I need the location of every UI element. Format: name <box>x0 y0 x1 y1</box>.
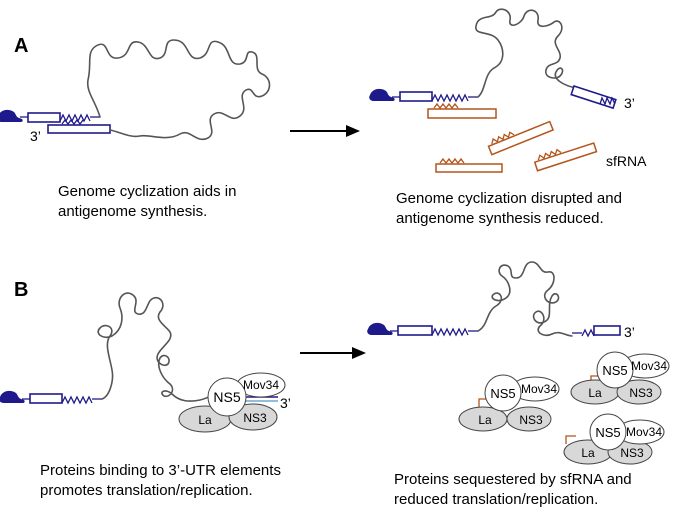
sfrna-fragment <box>487 120 555 156</box>
la-label: La <box>478 413 492 427</box>
ns3-label: NS3 <box>243 411 267 425</box>
utr-3-box <box>593 325 621 336</box>
ns5-protein <box>596 351 634 389</box>
three-prime-label: 3’ <box>280 395 291 411</box>
la-label: La <box>581 446 595 460</box>
mov34-label: Mov34 <box>521 382 557 396</box>
disrupted-genome-a: 3’ <box>369 8 635 111</box>
genome-rna-strand <box>97 292 215 402</box>
utr-5-box <box>27 112 61 123</box>
ns5-label: NS5 <box>602 363 627 378</box>
utr-5-box <box>29 393 63 404</box>
three-prime-label: 3’ <box>624 324 635 340</box>
mov34-label: Mov34 <box>243 378 279 392</box>
genome-rna-strand <box>477 261 573 337</box>
caption-b-left-line1: Proteins binding to 3’-UTR elements <box>40 462 281 479</box>
utr-3-box <box>47 124 111 134</box>
cyclized-genome-a: 3’ <box>0 39 271 144</box>
caption-a-right-line2: antigenome synthesis reduced. <box>396 210 604 227</box>
sequestered-complex-1: NS5 Mov34 La NS3 <box>458 374 560 432</box>
utr-5-box <box>397 325 433 336</box>
ns5-label: NS5 <box>490 386 515 401</box>
sfrna-label: sfRNA <box>606 153 647 169</box>
caption-b-right-line2: reduced translation/replication. <box>394 491 598 508</box>
arrow-a <box>290 125 360 137</box>
ns3-protein <box>506 406 552 432</box>
ns5-label: NS5 <box>213 389 240 405</box>
cap-icon <box>369 88 395 101</box>
ns3-protein <box>616 379 662 405</box>
caption-a-left-line1: Genome cyclization aids in <box>58 183 236 200</box>
sfrna-fragments: sfRNA <box>427 102 647 173</box>
genome-rna-strand <box>475 8 577 98</box>
sequestered-complex-3: NS5 Mov34 La NS3 <box>563 413 665 465</box>
utr-5-box <box>399 91 433 102</box>
caption-b-left-line2: promotes translation/replication. <box>40 482 253 499</box>
sequestered-complex-2: NS5 Mov34 La NS3 <box>570 351 670 405</box>
caption-a-left-line2: antigenome synthesis. <box>58 203 207 220</box>
ns3-label: NS3 <box>620 446 644 460</box>
genome-without-proteins: 3’ <box>367 261 635 340</box>
sfrna-fragment <box>427 102 497 119</box>
caption-a-right-line1: Genome cyclization disrupted and <box>396 190 622 207</box>
mov34-label: Mov34 <box>626 425 662 439</box>
ns3-label: NS3 <box>519 413 543 427</box>
utr-3-box <box>570 84 617 110</box>
ns5-protein <box>589 413 627 451</box>
cap-icon <box>0 109 23 122</box>
la-label: La <box>198 413 212 427</box>
cap-icon <box>0 390 25 403</box>
panel-a-label: A <box>14 35 28 57</box>
sfrna-fragment <box>435 157 503 173</box>
genome-rna-strand <box>86 39 271 141</box>
ns3-label: NS3 <box>629 386 653 400</box>
panel-b-label: B <box>14 279 28 301</box>
ns5-protein <box>207 377 247 417</box>
mov34-label: Mov34 <box>631 359 667 373</box>
ns5-label: NS5 <box>595 425 620 440</box>
sfrna-fragment <box>533 142 598 172</box>
caption-b-right-line1: Proteins sequestered by sfRNA and <box>394 471 632 488</box>
protein-complex-bound: NS5 Mov34 La NS3 <box>178 372 286 433</box>
cap-icon <box>367 322 393 335</box>
la-label: La <box>588 386 602 400</box>
three-prime-label: 3’ <box>624 95 635 111</box>
three-prime-label: 3’ <box>30 128 41 144</box>
arrow-b <box>300 347 366 359</box>
ns5-protein <box>484 374 522 412</box>
